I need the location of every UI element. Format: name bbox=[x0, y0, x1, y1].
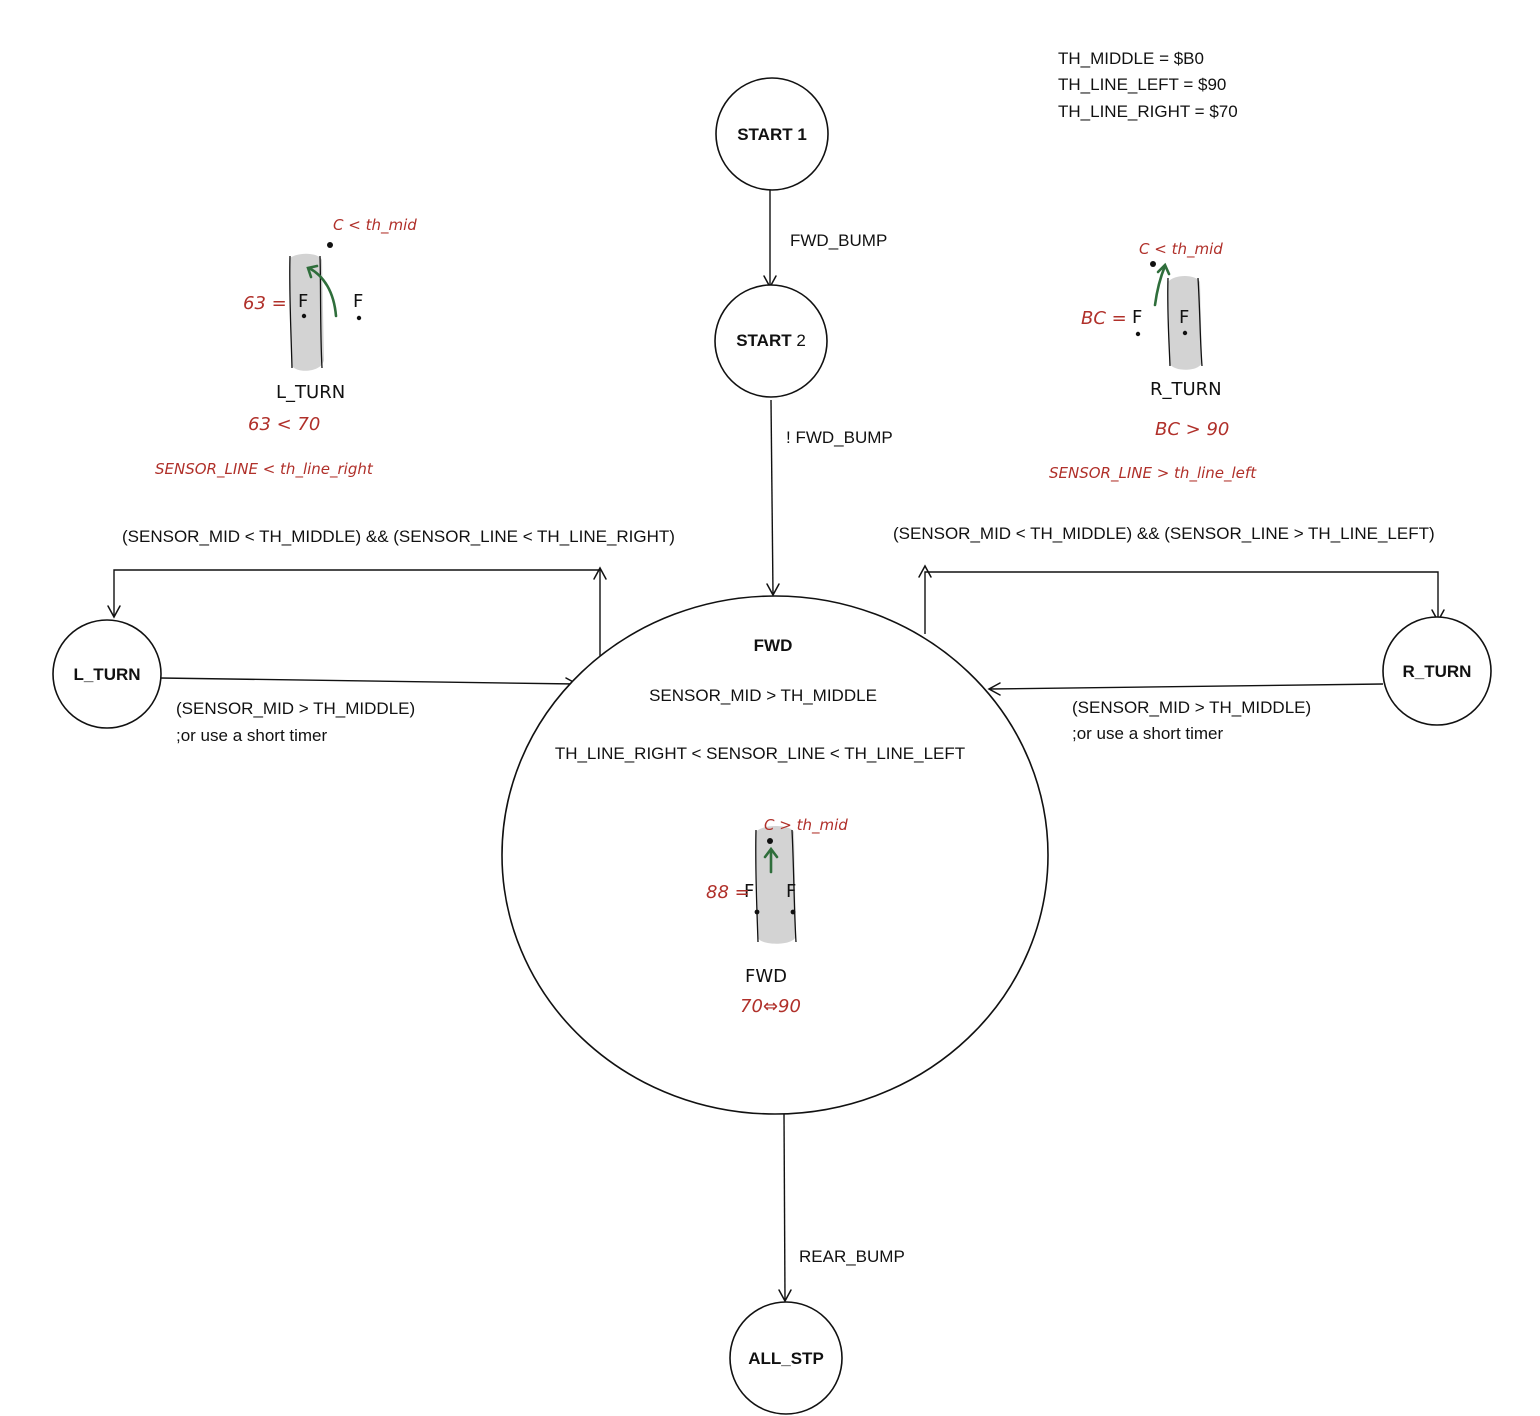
edge-label-fwd-to-lturn: (SENSOR_MID < TH_MIDDLE) && (SENSOR_LINE… bbox=[122, 527, 675, 546]
edge-label-fwd-to-rturn: (SENSOR_MID < TH_MIDDLE) && (SENSOR_LINE… bbox=[893, 524, 1435, 543]
state-l-turn-label: L_TURN bbox=[73, 665, 140, 684]
state-all-stp[interactable]: ALL_STP bbox=[729, 1301, 843, 1415]
sketch-left-value-note: 63 = bbox=[243, 293, 287, 314]
state-start1[interactable]: START 1 bbox=[715, 77, 829, 191]
sketch-left-compare: 63 < 70 bbox=[248, 414, 320, 435]
edge-label-rear-bump: REAR_BUMP bbox=[799, 1247, 905, 1266]
sketch-center-value-note: 88 = bbox=[706, 882, 750, 903]
th-middle-def: TH_MIDDLE = $B0 bbox=[1058, 49, 1204, 68]
edge-fwd-lturn: (SENSOR_MID < TH_MIDDLE) && (SENSOR_LINE… bbox=[107, 527, 675, 656]
threshold-definitions: TH_MIDDLE = $B0 TH_LINE_LEFT = $90 TH_LI… bbox=[1058, 49, 1238, 121]
edge-rturn-fwd: (SENSOR_MID > TH_MIDDLE) ;or use a short… bbox=[987, 682, 1384, 743]
sketch-right-caption: R_TURN bbox=[1150, 379, 1222, 400]
sketch-left-caption: L_TURN bbox=[276, 382, 345, 403]
fwd-condition-2: TH_LINE_RIGHT < SENSOR_LINE < TH_LINE_LE… bbox=[555, 744, 965, 763]
sketch-center-range: 70⇔90 bbox=[740, 996, 801, 1017]
th-line-right-def: TH_LINE_RIGHT = $70 bbox=[1058, 102, 1238, 121]
sketch-center-c-note: C > th_mid bbox=[764, 816, 848, 835]
state-r-turn[interactable]: R_TURN bbox=[1382, 616, 1492, 726]
sketch-right-turn: F F C < th_mid BC = R_TURN BC > 90 SENSO… bbox=[1049, 240, 1257, 483]
sketch-right-rule: SENSOR_LINE > th_line_left bbox=[1049, 464, 1257, 483]
state-all-stp-label: ALL_STP bbox=[748, 1349, 824, 1368]
edge-label-fwd-bump: FWD_BUMP bbox=[790, 231, 887, 250]
state-r-turn-label: R_TURN bbox=[1403, 662, 1472, 681]
sketch-left-turn: F F C < th_mid 63 = L_TURN 63 < 70 SENSO… bbox=[155, 216, 417, 479]
sketch-forward: F F C > th_mid 88 = FWD 70⇔90 bbox=[706, 816, 848, 1017]
edge-fwd-rturn: (SENSOR_MID < TH_MIDDLE) && (SENSOR_LINE… bbox=[893, 524, 1445, 634]
sketch-left-rule: SENSOR_LINE < th_line_right bbox=[155, 460, 374, 479]
edge-label-rturn-to-fwd-2: ;or use a short timer bbox=[1072, 724, 1224, 743]
th-line-left-def: TH_LINE_LEFT = $90 bbox=[1058, 75, 1226, 94]
sketch-right-compare: BC > 90 bbox=[1155, 419, 1229, 440]
sketch-left-sensor-right: F bbox=[353, 291, 363, 312]
sketch-right-sensor-right: F bbox=[1179, 307, 1189, 328]
sketch-center-caption: FWD bbox=[745, 966, 787, 987]
state-start2[interactable]: START 2 bbox=[714, 284, 828, 398]
sketch-left-sensor-left: F bbox=[298, 291, 308, 312]
state-start2-label: START 2 bbox=[736, 331, 806, 350]
sketch-left-c-note: C < th_mid bbox=[333, 216, 417, 235]
state-start1-label: START 1 bbox=[737, 125, 807, 144]
sketch-right-c-note: C < th_mid bbox=[1139, 240, 1223, 259]
edge-label-lturn-to-fwd-1: (SENSOR_MID > TH_MIDDLE) bbox=[176, 699, 415, 718]
sketch-right-value-note: BC = bbox=[1081, 308, 1127, 329]
edge-label-rturn-to-fwd-1: (SENSOR_MID > TH_MIDDLE) bbox=[1072, 698, 1311, 717]
state-fwd-label: FWD bbox=[754, 636, 793, 655]
sketch-center-sensor-left: F bbox=[744, 881, 754, 902]
edge-label-lturn-to-fwd-2: ;or use a short timer bbox=[176, 726, 328, 745]
edge-label-not-fwd-bump: ! FWD_BUMP bbox=[786, 428, 893, 447]
fwd-condition-1: SENSOR_MID > TH_MIDDLE bbox=[649, 686, 877, 705]
sketch-right-sensor-left: F bbox=[1132, 307, 1142, 328]
edge-start2-fwd: ! FWD_BUMP bbox=[766, 399, 893, 597]
edge-start1-start2: FWD_BUMP bbox=[763, 190, 887, 289]
edge-fwd-allstp: REAR_BUMP bbox=[778, 1112, 905, 1303]
state-l-turn[interactable]: L_TURN bbox=[52, 619, 162, 729]
sketch-center-sensor-right: F bbox=[786, 881, 796, 902]
edge-lturn-fwd: (SENSOR_MID > TH_MIDDLE) ;or use a short… bbox=[159, 677, 579, 745]
